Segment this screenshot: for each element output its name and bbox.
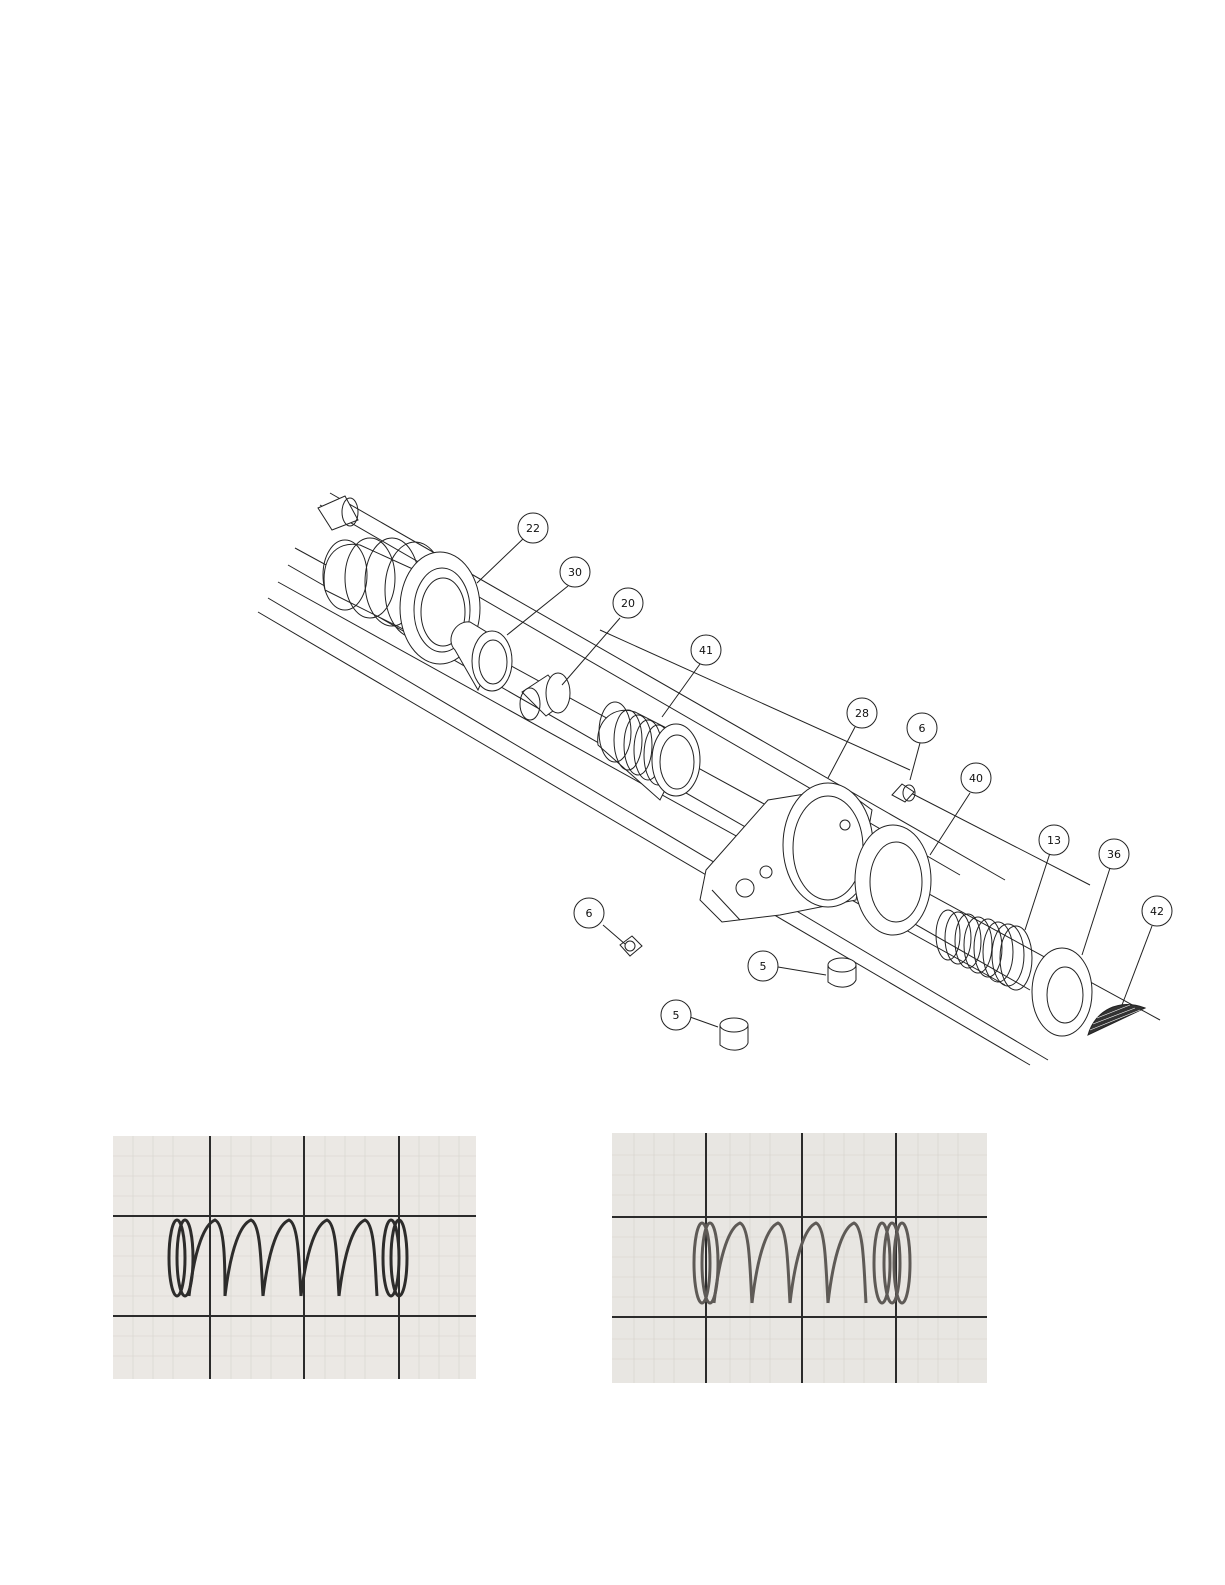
- callout-36: 36: [1099, 839, 1129, 869]
- callout-40: 40: [961, 763, 991, 793]
- axis-line: [330, 493, 1005, 880]
- callout-36-label: 36: [1107, 848, 1121, 861]
- callout-6-lower: 6: [574, 898, 604, 928]
- spring-photo-left: [113, 1136, 476, 1379]
- callout-41: 41: [691, 635, 721, 665]
- callout-20-label: 20: [621, 597, 635, 610]
- callout-5-lower-label: 5: [673, 1009, 680, 1022]
- spring-photo-left-image: [113, 1136, 476, 1379]
- callout-42: 42: [1142, 896, 1172, 926]
- part-20-sleeve: [520, 673, 570, 720]
- callout-40-label: 40: [969, 772, 983, 785]
- callout-30: 30: [560, 557, 590, 587]
- axis-line: [268, 598, 1048, 1060]
- callout-5-lower: 5: [661, 1000, 691, 1030]
- part-13-spring: [936, 910, 1032, 990]
- callout-6-lower-label: 6: [586, 907, 593, 920]
- part-6-upper-pin: [892, 784, 915, 802]
- part-42-cone: [1088, 1004, 1145, 1035]
- callout-30-label: 30: [568, 566, 582, 579]
- leader-5a: [778, 967, 826, 975]
- leader-6b: [603, 925, 625, 944]
- spring-photo-right: [612, 1133, 987, 1383]
- callout-20: 20: [613, 588, 643, 618]
- callout-13: 13: [1039, 825, 1069, 855]
- part-6-lower-pin: [620, 936, 642, 956]
- leader-42: [1122, 926, 1152, 1005]
- part-40-ring: [855, 825, 931, 935]
- part-36-washer: [1032, 948, 1092, 1036]
- callout-6-upper: 6: [907, 713, 937, 743]
- callout-5-upper: 5: [748, 951, 778, 981]
- leader-30: [507, 586, 568, 635]
- leader-22: [477, 537, 525, 583]
- leader-36: [1082, 868, 1110, 955]
- leader-20: [562, 618, 620, 685]
- part-5-pin-b: [720, 1018, 748, 1050]
- leader-6a: [910, 743, 920, 780]
- spring-photo-right-image: [612, 1133, 987, 1383]
- part-30-collar: [451, 622, 512, 691]
- callout-22-label: 22: [526, 522, 540, 535]
- leader-5b: [690, 1017, 718, 1027]
- callout-41-label: 41: [699, 644, 713, 657]
- callout-28: 28: [847, 698, 877, 728]
- callout-5-upper-label: 5: [760, 960, 767, 973]
- exploded-assembly-diagram: 22 30 20 41 28 6 40 13 36 42 6 5: [0, 0, 1225, 1120]
- callout-6-upper-label: 6: [919, 722, 926, 735]
- callout-42-label: 42: [1150, 905, 1164, 918]
- leader-40: [930, 793, 970, 855]
- callout-22: 22: [518, 513, 548, 543]
- part-28-housing: [700, 783, 873, 922]
- leader-41: [662, 664, 700, 717]
- leader-13: [1025, 853, 1050, 930]
- part-41-threaded-nut: [598, 702, 700, 800]
- part-5-pin-a: [828, 958, 856, 987]
- callout-13-label: 13: [1047, 834, 1061, 847]
- callout-28-label: 28: [855, 707, 869, 720]
